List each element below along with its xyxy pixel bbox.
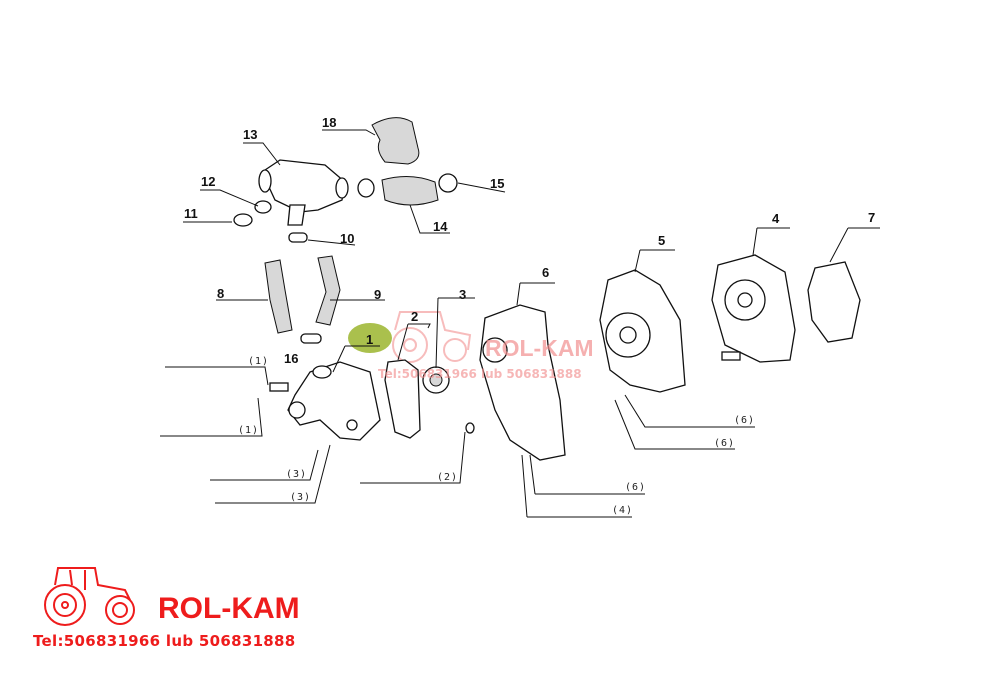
ref-label-6c: (6) — [714, 438, 735, 449]
part-10-clamp — [288, 232, 308, 243]
label-part-6[interactable]: 6 — [542, 265, 549, 280]
label-part-18[interactable]: 18 — [322, 115, 336, 130]
label-part-5[interactable]: 5 — [658, 233, 665, 248]
label-part-11[interactable]: 11 — [184, 206, 198, 221]
logo-phone: Tel:506831966 lub 506831888 — [33, 632, 296, 650]
part-1-water-pump-body — [269, 361, 381, 441]
part-3-seal — [422, 366, 450, 394]
watermark-tel: Tel:506831966 lub 506831888 — [378, 367, 582, 381]
label-part-3[interactable]: 3 — [459, 287, 466, 302]
part-6-plate — [479, 304, 566, 461]
logo-title: ROL-KAM — [158, 592, 300, 625]
ref-label-6a: (6) — [625, 482, 646, 493]
logo-tractor-icon — [44, 567, 135, 626]
part-7-gasket — [807, 261, 861, 343]
label-part-14[interactable]: 14 — [433, 219, 448, 234]
leader-lines — [160, 129, 880, 518]
ref-label-1a: (1) — [248, 356, 269, 367]
part-bolt — [269, 382, 289, 392]
label-part-13[interactable]: 13 — [243, 127, 257, 142]
ref-label-3a: (3) — [286, 469, 307, 480]
part-6-bore — [482, 337, 508, 363]
ref-label-2: (2) — [437, 472, 458, 483]
part-5-housing — [599, 269, 686, 393]
part-12-nut — [254, 200, 272, 214]
label-part-10[interactable]: 10 — [340, 231, 354, 246]
label-part-15[interactable]: 15 — [490, 176, 504, 191]
label-part-1[interactable]: 1 — [366, 332, 373, 347]
ref-label-6b: (6) — [734, 415, 755, 426]
label-part-7[interactable]: 7 — [868, 210, 875, 225]
ref-label-1b: (1) — [238, 425, 259, 436]
label-part-2[interactable]: 2 — [411, 309, 418, 324]
label-part-4[interactable]: 4 — [772, 211, 780, 226]
ref-label-3b: (3) — [290, 492, 311, 503]
part-8-hose — [264, 259, 293, 334]
label-part-12[interactable]: 12 — [201, 174, 215, 189]
part-15-clamp — [438, 173, 458, 193]
part-13-thermostat-housing — [258, 159, 349, 226]
part-4-bolt — [721, 351, 741, 361]
part-16-clamp — [300, 333, 322, 344]
label-part-8[interactable]: 8 — [217, 286, 224, 301]
part-14-hose — [381, 176, 439, 206]
part-18-elbow-hose — [371, 117, 420, 165]
part-washer — [465, 422, 475, 434]
watermark-title: ROL-KAM — [485, 335, 594, 361]
watermark-tractor-icon — [392, 311, 472, 363]
part-2-gasket — [384, 359, 421, 439]
ref-label-4: (4) — [612, 505, 633, 516]
part-14-clamp — [357, 178, 375, 198]
part-4-cover — [711, 254, 796, 363]
label-part-16[interactable]: 16 — [284, 351, 298, 366]
part-11-clamp — [233, 213, 253, 227]
label-part-9[interactable]: 9 — [374, 287, 381, 302]
part-9-hose — [315, 255, 341, 326]
